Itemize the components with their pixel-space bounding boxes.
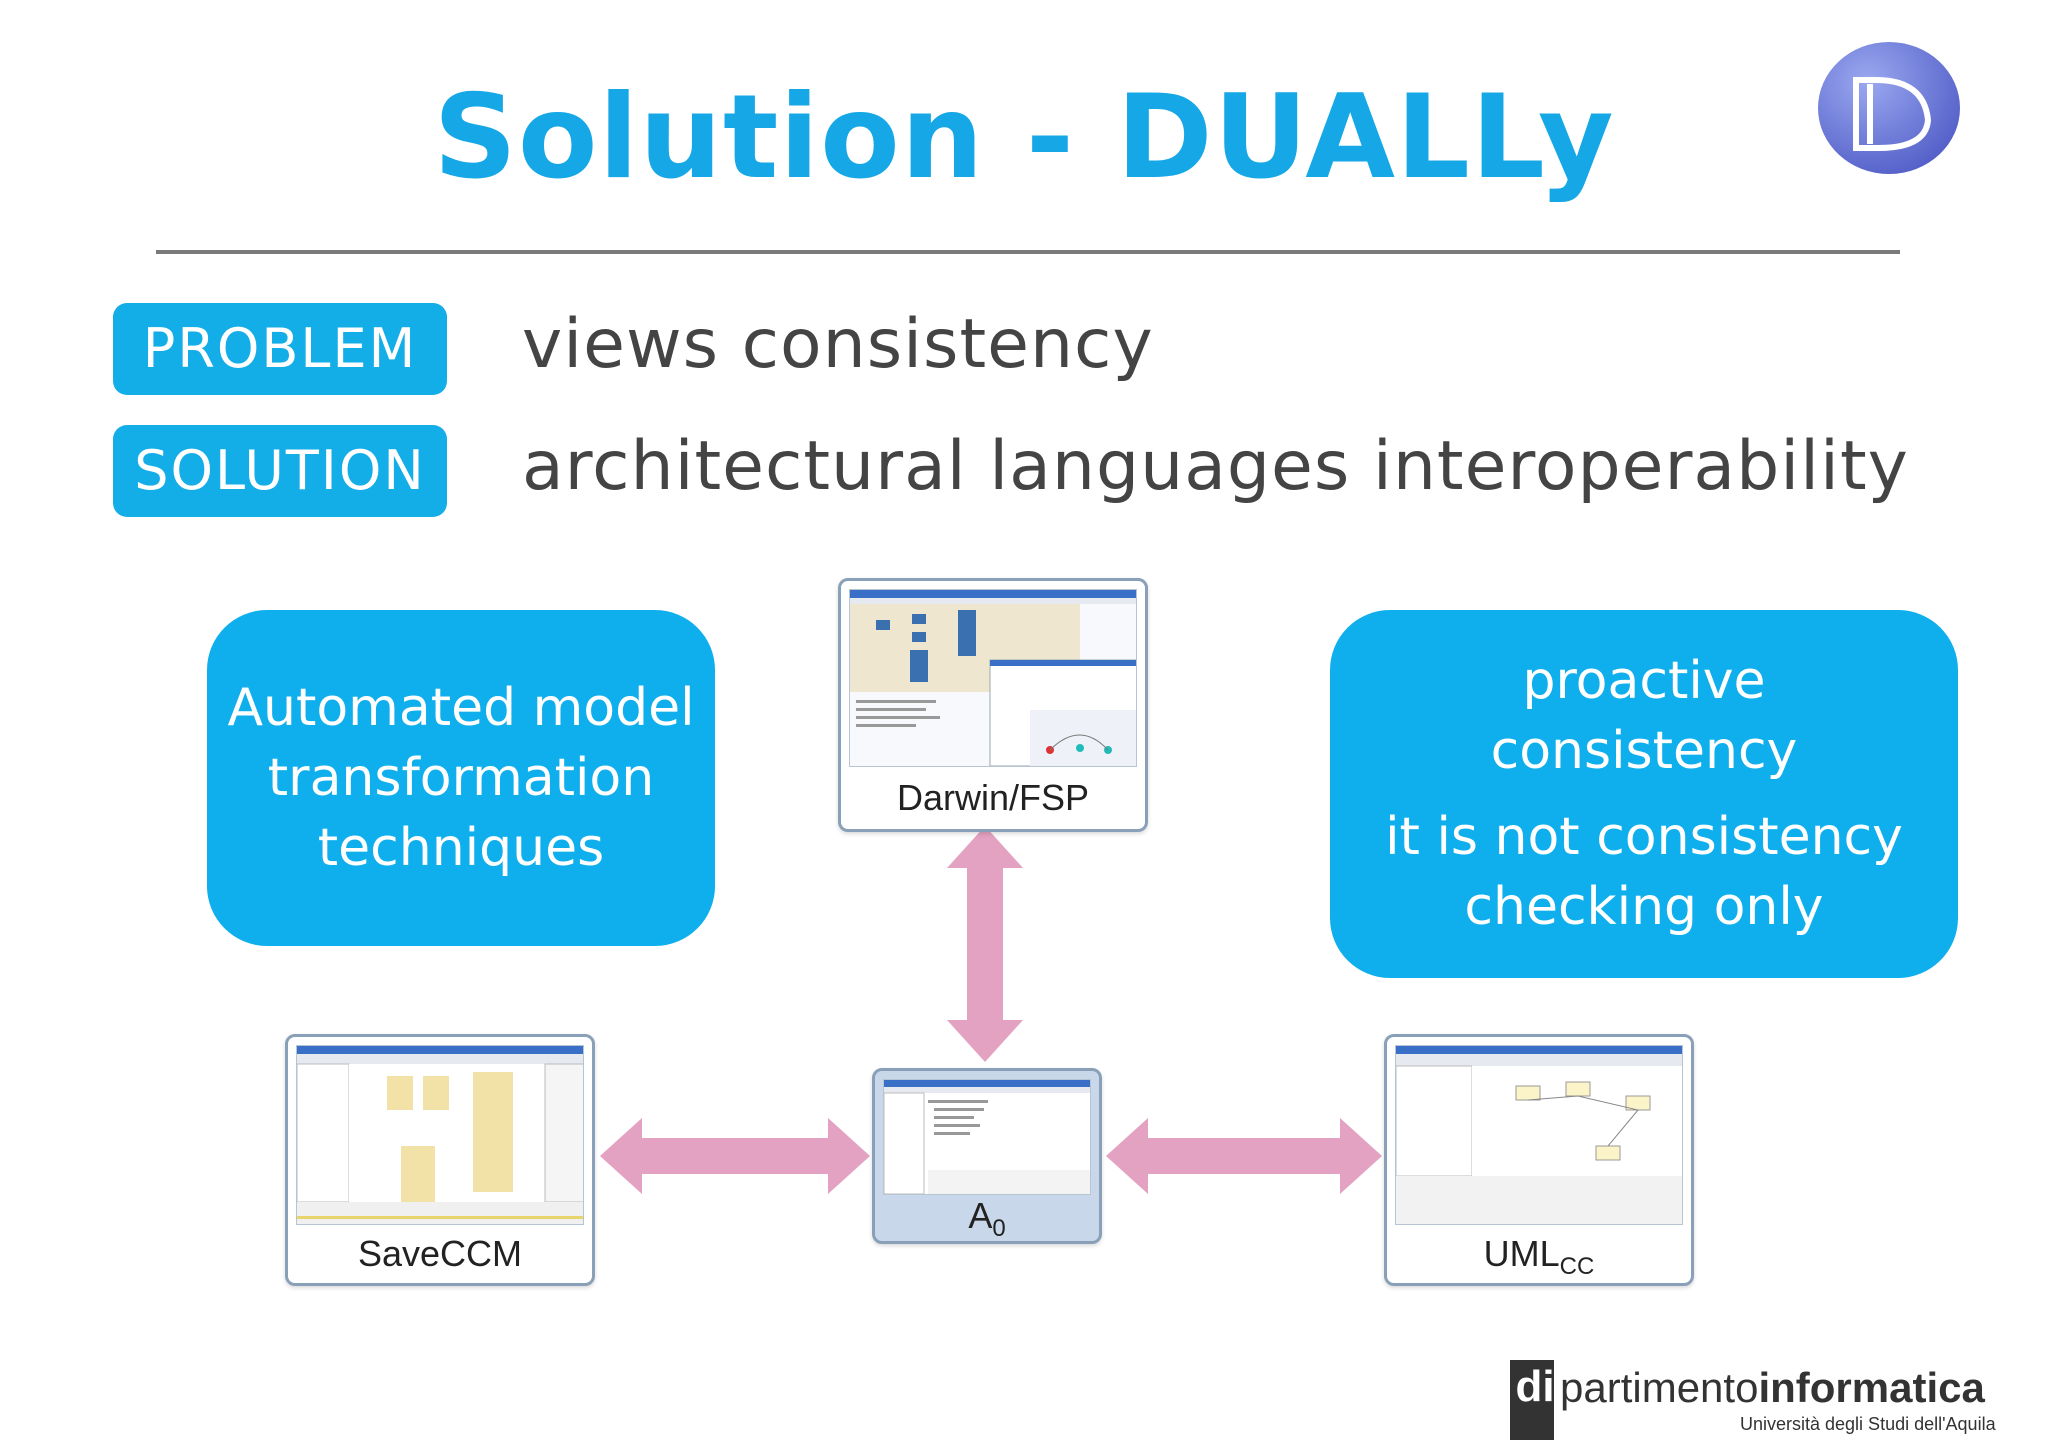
umlcc-caption-sub: CC — [1559, 1253, 1595, 1281]
saveccm-model: SaveCCM — [285, 1034, 595, 1286]
title-divider — [156, 250, 1900, 254]
umlcc-caption: UMLCC — [1387, 1233, 1691, 1281]
darwin-fsp-screenshot-art — [850, 590, 1136, 766]
umlcc-model: UMLCC — [1384, 1034, 1694, 1286]
problem-label: PROBLEM — [113, 303, 447, 395]
umlcc-screenshot — [1395, 1045, 1683, 1225]
brand-mid: partimento — [1560, 1364, 1759, 1411]
left-callout-line-1: Automated model — [227, 678, 695, 738]
darwin-fsp-screenshot — [849, 589, 1137, 767]
right-double-arrow — [1106, 1118, 1382, 1194]
vertical-double-arrow — [947, 826, 1023, 1062]
footer-brand: di partimentoinformatica Università degl… — [1510, 1360, 2000, 1440]
right-callout-line-3: it is not consistency — [1385, 807, 1903, 867]
brand-mark — [1510, 1360, 1554, 1440]
a0-caption-sub: 0 — [992, 1215, 1006, 1243]
right-callout-line-4: checking only — [1464, 877, 1824, 937]
darwin-fsp-caption: Darwin/FSP — [896, 777, 1090, 818]
a0-screenshot — [883, 1079, 1091, 1195]
problem-text: views consistency — [522, 305, 1154, 384]
left-double-arrow — [600, 1118, 870, 1194]
left-callout-line-3: techniques — [317, 818, 605, 878]
saveccm-screenshot-art — [297, 1046, 583, 1224]
a0-screenshot-art — [884, 1080, 1090, 1194]
umlcc-caption-main: UML — [1483, 1233, 1560, 1274]
umlcc-screenshot-art — [1396, 1046, 1682, 1224]
saveccm-screenshot — [296, 1045, 584, 1225]
brand-name: partimentoinformatica — [1560, 1364, 1985, 1412]
a0-caption: A0 — [875, 1195, 1099, 1243]
university-name: Università degli Studi dell'Aquila — [1740, 1414, 1996, 1434]
right-callout: proactive consistency it is not consiste… — [1330, 610, 1958, 978]
left-callout-line-2: transformation — [267, 748, 655, 808]
saveccm-caption: SaveCCM — [357, 1233, 523, 1274]
right-callout-line-2: consistency — [1490, 721, 1798, 781]
brand-prefix: di — [1515, 1362, 1555, 1411]
slide-title: Solution - DUALLy — [433, 70, 1615, 205]
brand-bold: informatica — [1758, 1364, 1985, 1411]
left-callout: Automated model transformation technique… — [207, 610, 715, 946]
solution-label: SOLUTION — [113, 425, 447, 517]
a0-model: A0 — [872, 1068, 1102, 1244]
dually-logo-icon — [1818, 42, 1960, 174]
right-callout-line-1: proactive — [1522, 651, 1766, 711]
darwin-fsp-model: Darwin/FSP — [838, 578, 1148, 832]
a0-caption-main: A — [968, 1195, 993, 1236]
solution-text: architectural languages interoperability — [522, 427, 1909, 506]
